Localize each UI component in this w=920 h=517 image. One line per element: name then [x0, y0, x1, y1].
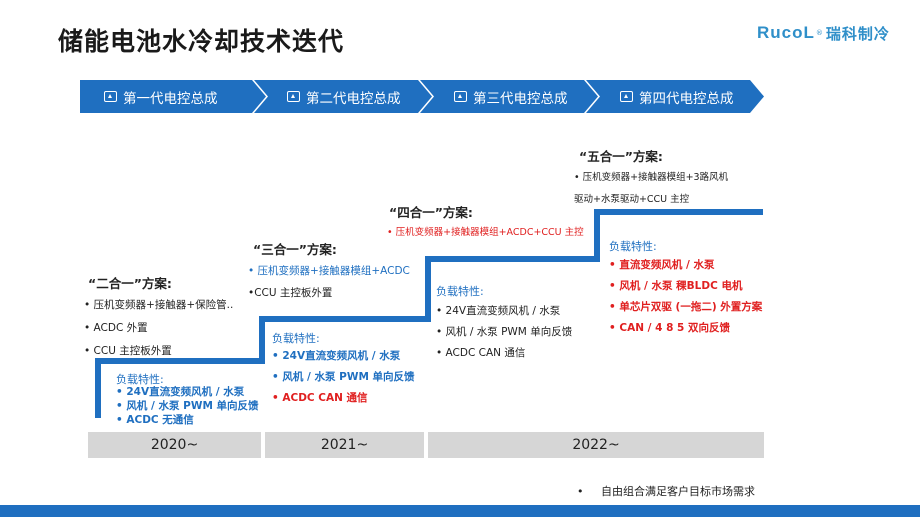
plan-5-item: 驱动+水泵驱动+CCU 主控 — [574, 194, 690, 205]
plan-3-load-title: 负载特性: — [272, 332, 320, 345]
plan-4-load-item: • 24V直流变频风机 / 水泵 — [436, 305, 561, 317]
gen-2-label: 第二代电控总成 — [306, 90, 401, 107]
gen-1-label: 第一代电控总成 — [123, 90, 218, 107]
upload-icon — [454, 91, 467, 102]
upload-icon — [620, 91, 633, 102]
gen-1: 第一代电控总成 — [104, 80, 218, 113]
plan-5-load-item: • 直流变频风机 / 水泵 — [609, 259, 715, 271]
plan-3-load-item: • 24V直流变频风机 / 水泵 — [272, 350, 401, 362]
plan-3-load-item: • ACDC CAN 通信 — [272, 392, 368, 404]
plan-2-load-item: • 24V直流变频风机 / 水泵 — [116, 386, 245, 398]
chevron-gen-1 — [80, 80, 266, 113]
year-band-2021: 2021~ — [265, 432, 424, 458]
plan-3-item: •CCU 主控板外置 — [248, 287, 333, 299]
generation-bar: 第一代电控总成 第二代电控总成 第三代电控总成 第四代电控总成 — [80, 80, 764, 113]
chevron-gen-4 — [586, 80, 764, 113]
bottom-accent-bar — [0, 505, 920, 517]
plan-2-item: • ACDC 外置 — [84, 322, 148, 334]
logo-text-en: RucoL — [757, 23, 815, 42]
plan-2-item: • CCU 主控板外置 — [84, 345, 172, 357]
plan-4-item: • 压机变频器+接触器模组+ACDC+CCU 主控 — [387, 227, 584, 238]
plan-4-load-item: • ACDC CAN 通信 — [436, 347, 526, 359]
year-label: 2022~ — [572, 437, 620, 453]
plan-5-load-item: • 风机 / 水泵 稞BLDC 电机 — [609, 280, 743, 292]
plan-3-title: “三合一”方案: — [253, 242, 337, 257]
year-label: 2020~ — [150, 437, 199, 453]
plan-3-item: • 压机变频器+接触器模组+ACDC — [248, 265, 410, 277]
gen-2: 第二代电控总成 — [287, 80, 401, 113]
year-label: 2021~ — [320, 437, 369, 453]
footnote-text: 自由组合满足客户目标市场需求 — [601, 485, 755, 498]
plan-2-title: “二合一”方案: — [88, 276, 172, 291]
plan-5-load-item: • CAN / 4 8 5 双向反馈 — [609, 322, 731, 334]
gen-3-label: 第三代电控总成 — [473, 90, 568, 107]
upload-icon — [287, 91, 300, 102]
chevron-gen-3 — [420, 80, 598, 113]
plan-4-load-item: • 风机 / 水泵 PWM 单向反馈 — [436, 326, 573, 338]
footnote: • 自由组合满足客户目标市场需求 — [577, 483, 755, 499]
gen-4-label: 第四代电控总成 — [639, 90, 734, 107]
plan-5-item: • 压机变频器+接触器模组+3路风机 — [574, 172, 729, 183]
logo-registered-mark: ® — [815, 29, 823, 37]
plan-4-title: “四合一”方案: — [389, 205, 473, 220]
plan-2-load-title: 负载特性: — [116, 373, 164, 386]
company-logo: RucoL ® 瑞科制冷 — [757, 22, 890, 44]
footnote-bullet: • — [577, 485, 584, 498]
plan-4-load-title: 负载特性: — [436, 285, 484, 298]
plan-5-load-item: • 单芯片双驱 (一拖二) 外置方案 — [609, 301, 763, 313]
upload-icon — [104, 91, 117, 102]
plan-5-title: “五合一”方案: — [579, 149, 663, 164]
plan-2-load-item: • ACDC 无通信 — [116, 414, 194, 426]
plan-2-item: • 压机变频器+接触器+保险管.. — [84, 299, 234, 311]
generation-chevrons — [80, 80, 764, 113]
year-band-2022: 2022~ — [428, 432, 764, 458]
plan-3-load-item: • 风机 / 水泵 PWM 单向反馈 — [272, 371, 415, 383]
gen-3: 第三代电控总成 — [454, 80, 568, 113]
gen-4: 第四代电控总成 — [620, 80, 734, 113]
page-title: 储能电池水冷却技术迭代 — [58, 27, 345, 56]
chevron-gen-2 — [254, 80, 432, 113]
logo-text-cn: 瑞科制冷 — [825, 24, 890, 43]
plan-2-load-item: • 风机 / 水泵 PWM 单向反馈 — [116, 400, 259, 412]
year-band-2020: 2020~ — [88, 432, 261, 458]
plan-5-load-title: 负载特性: — [609, 240, 657, 253]
